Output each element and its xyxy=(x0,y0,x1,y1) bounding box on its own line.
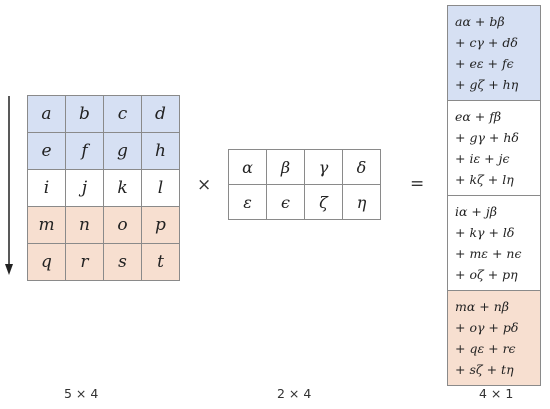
result-cell: aα + bβ + cγ + dδ + eε + fϵ + gζ + hη xyxy=(447,5,541,101)
result-expression-line: + oζ + pη xyxy=(455,267,518,282)
result-expression-line: + cγ + dδ xyxy=(455,35,518,50)
equals-sign: = xyxy=(410,174,425,194)
result-expression-line: + kγ + lδ xyxy=(455,225,515,240)
multiply-sign: × xyxy=(197,175,212,195)
result-expression-line: + oγ + pδ xyxy=(455,320,519,335)
result-expression-line: eα + fβ xyxy=(455,109,502,124)
result-cell: eα + fβ + gγ + hδ + iε + jϵ + kζ + lη xyxy=(447,100,541,196)
mid-matrix-cell: ε xyxy=(228,184,267,220)
result-expression-line: + gγ + hδ xyxy=(455,130,519,145)
result-expression-line: + sζ + tη xyxy=(455,362,514,377)
mid-matrix-cell: η xyxy=(342,184,381,220)
result-expression-line: mα + nβ xyxy=(455,299,509,314)
result-expression-line: + gζ + hη xyxy=(455,77,519,92)
left-matrix-cell: h xyxy=(141,132,180,170)
left-matrix-cell: j xyxy=(65,169,104,207)
left-matrix-cell: o xyxy=(103,206,142,244)
left-matrix-cell: c xyxy=(103,95,142,133)
left-matrix-cell: p xyxy=(141,206,180,244)
mid-matrix-cell: δ xyxy=(342,149,381,185)
left-matrix-cell: k xyxy=(103,169,142,207)
mid-matrix-dims: 2 × 4 xyxy=(277,386,312,401)
left-matrix-cell: f xyxy=(65,132,104,170)
left-matrix-cell: q xyxy=(27,243,66,281)
mid-matrix-cell: β xyxy=(266,149,305,185)
result-matrix: aα + bβ + cγ + dδ + eε + fϵ + gζ + hη eα + f… xyxy=(447,5,541,386)
left-matrix-cell: l xyxy=(141,169,180,207)
result-matrix-dims: 4 × 1 xyxy=(479,386,514,401)
down-arrow-icon xyxy=(5,96,13,275)
left-matrix-cell: n xyxy=(65,206,104,244)
mid-matrix-cell: ϵ xyxy=(266,184,305,220)
result-expression-line: + kζ + lη xyxy=(455,172,514,187)
left-matrix-cell: e xyxy=(27,132,66,170)
left-matrix-cell: m xyxy=(27,206,66,244)
result-expression-line: + qε + rϵ xyxy=(455,341,516,356)
left-matrix-cell: a xyxy=(27,95,66,133)
result-expression-line: aα + bβ xyxy=(455,14,505,29)
left-matrix-cell: g xyxy=(103,132,142,170)
left-matrix-cell: b xyxy=(65,95,104,133)
left-matrix-cell: s xyxy=(103,243,142,281)
mid-matrix-cell: α xyxy=(228,149,267,185)
left-matrix-cell: t xyxy=(141,243,180,281)
result-expression-line: iα + jβ xyxy=(455,204,497,219)
result-cell: mα + nβ + oγ + pδ + qε + rϵ + sζ + tη xyxy=(447,290,541,386)
mid-matrix-cell: γ xyxy=(304,149,343,185)
result-expression-line: + iε + jϵ xyxy=(455,151,510,166)
left-matrix-cell: d xyxy=(141,95,180,133)
left-matrix-cell: r xyxy=(65,243,104,281)
result-expression-line: + mε + nϵ xyxy=(455,246,522,261)
mid-matrix-cell: ζ xyxy=(304,184,343,220)
left-matrix-cell: i xyxy=(27,169,66,207)
left-matrix-dims: 5 × 4 xyxy=(64,386,99,401)
result-expression-line: + eε + fϵ xyxy=(455,56,514,71)
result-cell: iα + jβ + kγ + lδ + mε + nϵ + oζ + pη xyxy=(447,195,541,291)
